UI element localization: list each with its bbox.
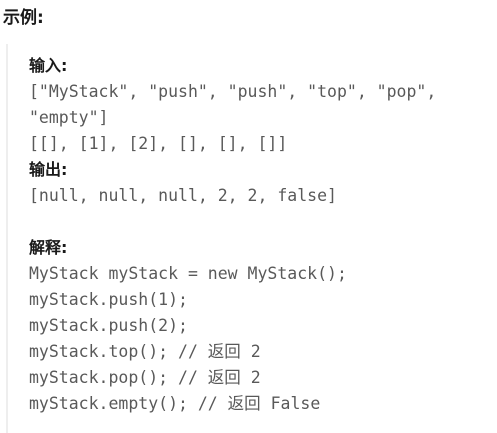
explanation-line: myStack.empty(); // 返回 False: [29, 394, 321, 413]
explanation-line: myStack.push(1);: [29, 290, 188, 309]
explanation-label: 解释:: [29, 238, 68, 257]
output-line: [null, null, null, 2, 2, false]: [29, 186, 337, 205]
blank-line: [29, 209, 497, 235]
input-label: 输入:: [29, 56, 68, 75]
example-block: 输入: ["MyStack", "push", "push", "top", "…: [6, 44, 497, 433]
explanation-line: myStack.push(2);: [29, 316, 188, 335]
output-label: 输出:: [29, 160, 68, 179]
explanation-line: MyStack myStack = new MyStack();: [29, 264, 347, 283]
explanation-line: myStack.pop(); // 返回 2: [29, 368, 261, 387]
explanation-line: myStack.top(); // 返回 2: [29, 342, 261, 361]
section-heading: 示例:: [3, 8, 44, 28]
input-line: ["MyStack", "push", "push", "top", "pop"…: [29, 82, 437, 101]
input-line: [[], [1], [2], [], [], []]: [29, 134, 288, 153]
input-line: "empty"]: [29, 108, 109, 127]
